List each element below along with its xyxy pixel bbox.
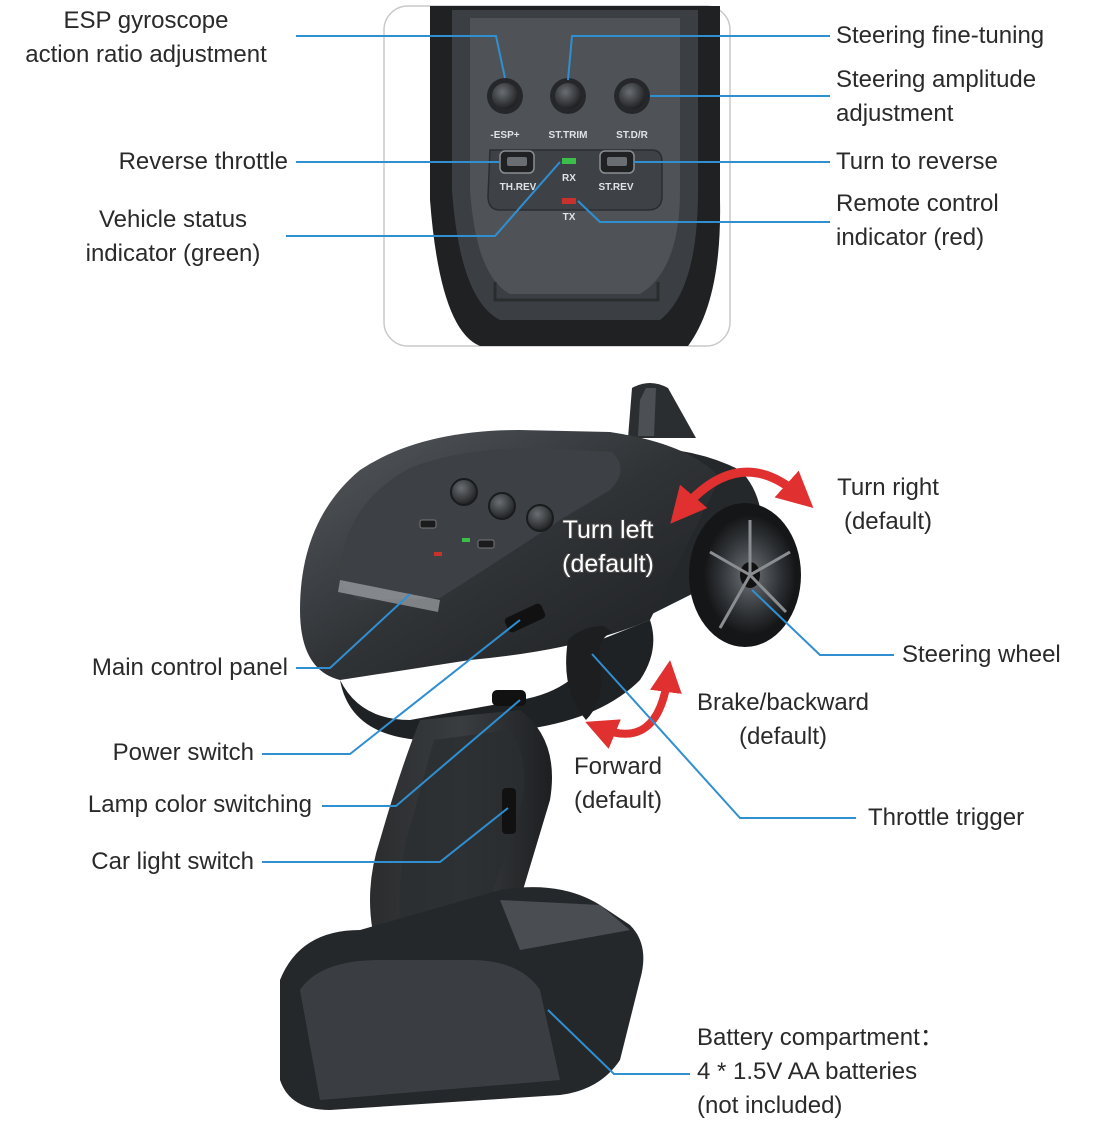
label-main-panel: Main control panel: [0, 651, 288, 685]
knob-esp[interactable]: [487, 78, 523, 114]
label-turn-right-line1: Turn right: [837, 474, 939, 501]
label-car-light: Car light switch: [0, 845, 254, 879]
label-steering-wheel-line1: Steering wheel: [902, 641, 1061, 668]
tx-label: TX: [563, 212, 576, 223]
knob-label-st-trim: ST.TRIM: [549, 130, 588, 141]
switch-th-rev[interactable]: [499, 150, 535, 174]
closeup-panel: -ESP+ ST.TRIM ST.D/R TH.REV ST.REV RX TX: [383, 5, 731, 347]
knob-st-dr[interactable]: [614, 78, 650, 114]
switch-label-th-rev: TH.REV: [500, 182, 537, 193]
steering-wheel[interactable]: [689, 503, 801, 647]
knob-label-esp: -ESP+: [490, 130, 519, 141]
label-steering-amp-line2: adjustment: [836, 100, 954, 127]
label-lamp-line1: Lamp color switching: [87, 791, 312, 818]
label-battery-line2: 4 * 1.5V AA batteries: [697, 1058, 918, 1085]
switch-label-st-rev: ST.REV: [598, 182, 633, 193]
throttle-arrows: [585, 660, 682, 749]
label-reverse-throttle-line1: Reverse throttle: [118, 148, 288, 175]
label-remote-indicator-line1: Remote control: [836, 190, 999, 217]
leader-battery: [547, 1009, 690, 1075]
label-turn-left: Turn left (default): [548, 513, 668, 581]
label-throttle-line1: Throttle trigger: [868, 804, 1025, 831]
label-steering-fine-line1: Steering fine-tuning: [836, 22, 1045, 49]
leader-remote-indicator: [577, 200, 830, 223]
leader-steering-wheel: [751, 589, 894, 656]
label-battery: Battery compartment： 4 * 1.5V AA batteri…: [697, 1021, 944, 1123]
label-turn-left-line1: Turn left: [562, 516, 654, 544]
label-brake-line1: Brake/backward: [696, 689, 870, 716]
label-forward: Forward (default): [556, 750, 680, 818]
label-esp: ESP gyroscope action ratio adjustment: [0, 4, 292, 72]
label-steering-fine: Steering fine-tuning: [836, 19, 1044, 53]
rx-led: [562, 158, 576, 164]
leader-lines: [262, 35, 894, 1075]
leader-steering-fine: [567, 35, 830, 81]
label-car-light-line1: Car light switch: [91, 848, 254, 875]
leader-main-panel: [296, 593, 411, 669]
label-throttle: Throttle trigger: [868, 801, 1024, 835]
leader-esp: [296, 35, 506, 79]
rx-label: RX: [562, 173, 576, 184]
label-forward-line2: (default): [573, 787, 663, 814]
switch-st-rev[interactable]: [599, 150, 635, 174]
label-lamp: Lamp color switching: [0, 788, 312, 822]
label-turn-right: Turn right (default): [808, 471, 968, 539]
steering-arrows: [670, 467, 814, 524]
leader-vehicle-status: [286, 161, 561, 237]
label-reverse-throttle: Reverse throttle: [0, 145, 288, 179]
label-esp-line2: action ratio adjustment: [25, 41, 267, 68]
tx-led: [562, 198, 576, 204]
knob-st-trim[interactable]: [550, 78, 586, 114]
label-vehicle-status-line2: indicator (green): [85, 240, 261, 267]
label-brake: Brake/backward (default): [676, 686, 890, 754]
label-main-panel-line1: Main control panel: [91, 654, 288, 681]
label-battery-line1: Battery compartment：: [697, 1024, 944, 1051]
label-turn-left-line2: (default): [562, 550, 654, 578]
label-forward-line1: Forward: [573, 753, 663, 780]
label-esp-line1: ESP gyroscope: [63, 7, 229, 34]
label-power-line1: Power switch: [112, 739, 254, 766]
leader-car-light: [262, 807, 509, 863]
label-turn-reverse-line1: Turn to reverse: [836, 148, 998, 175]
label-remote-indicator-line2: indicator (red): [836, 224, 985, 251]
knob-label-st-dr: ST.D/R: [616, 130, 648, 141]
leader-throttle: [591, 653, 856, 819]
label-vehicle-status-line1: Vehicle status: [98, 206, 248, 233]
label-battery-line3: (not included): [697, 1092, 843, 1119]
label-turn-right-line2: (default): [843, 508, 933, 535]
label-vehicle-status: Vehicle status indicator (green): [60, 203, 286, 271]
leader-power: [262, 619, 521, 755]
label-steering-amp: Steering amplitude adjustment: [836, 63, 1036, 131]
leader-lamp: [322, 699, 521, 807]
label-brake-line2: (default): [738, 723, 828, 750]
label-steering-wheel: Steering wheel: [902, 638, 1061, 672]
label-power: Power switch: [0, 736, 254, 770]
label-steering-amp-line1: Steering amplitude: [836, 66, 1037, 93]
label-turn-reverse: Turn to reverse: [836, 145, 998, 179]
label-remote-indicator: Remote control indicator (red): [836, 187, 999, 255]
